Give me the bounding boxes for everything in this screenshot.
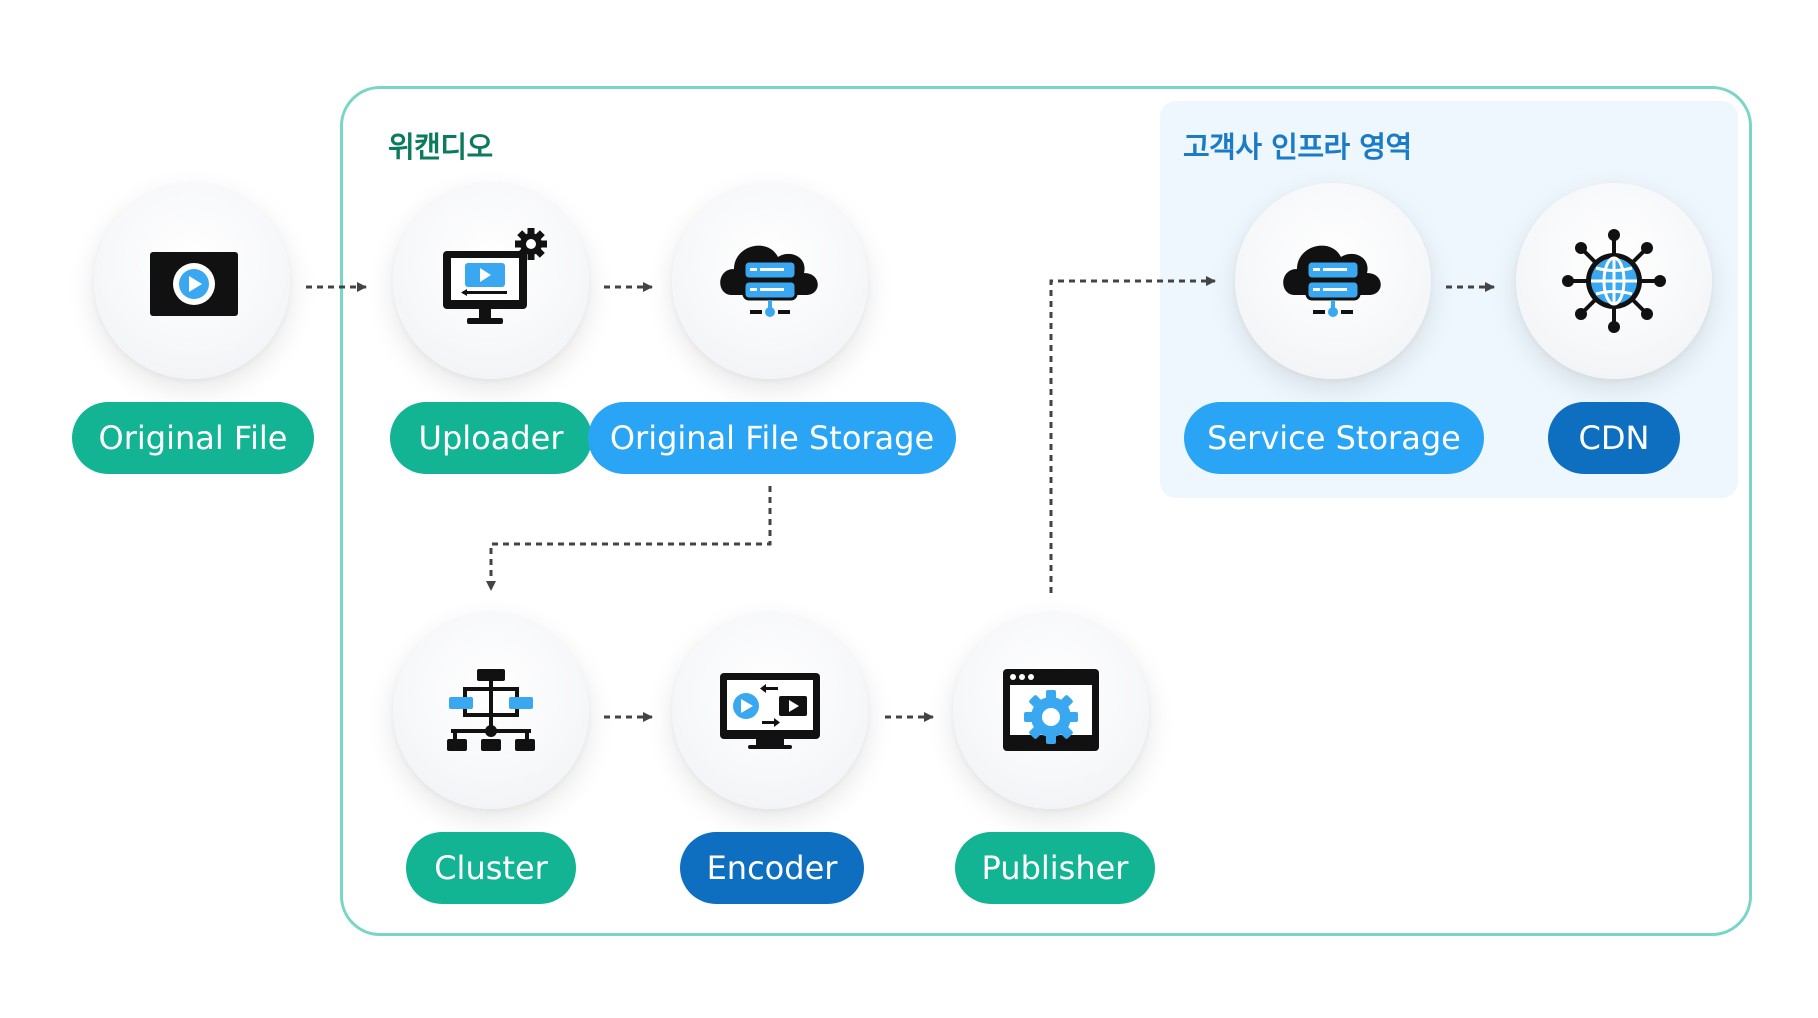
original-file-label: Original File [72, 402, 314, 474]
cloud-server-icon [1283, 245, 1381, 317]
uploader-label: Uploader [390, 402, 592, 474]
publisher-node [953, 613, 1149, 809]
cdn-label: CDN [1548, 402, 1680, 474]
browser-gear-icon [1003, 669, 1099, 751]
service-storage-node [1235, 183, 1431, 379]
cloud-server-icon [720, 245, 818, 317]
monitor-upload-gear-icon [443, 228, 547, 324]
video-file-icon [150, 252, 238, 316]
cdn-node [1516, 183, 1712, 379]
encoder-node [672, 613, 868, 809]
globe-network-icon [1562, 229, 1666, 333]
cluster-hierarchy-icon [447, 669, 535, 751]
video-convert-monitor-icon [720, 673, 820, 749]
original-file-node [94, 183, 290, 379]
original-file-storage-label: Original File Storage [588, 402, 956, 474]
cluster-node [393, 613, 589, 809]
cluster-label: Cluster [406, 832, 576, 904]
customer-infra-group-title: 고객사 인프라 영역 [1183, 130, 1412, 164]
wecandeo-group [340, 86, 1752, 936]
wecandeo-group-title: 위캔디오 [388, 130, 493, 164]
publisher-label: Publisher [955, 832, 1155, 904]
uploader-node [393, 183, 589, 379]
original-file-storage-node [672, 183, 868, 379]
service-storage-label: Service Storage [1184, 402, 1484, 474]
encoder-label: Encoder [680, 832, 864, 904]
